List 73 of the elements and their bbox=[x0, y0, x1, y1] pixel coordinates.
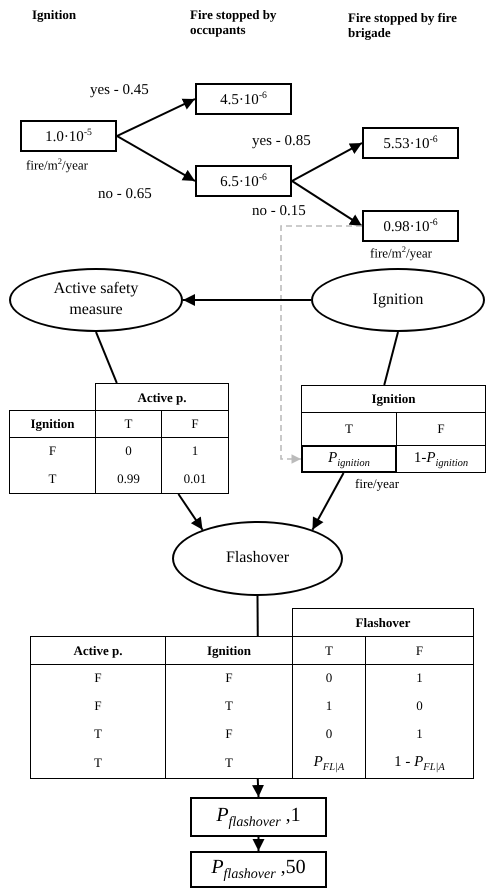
table-cell: 0 bbox=[365, 692, 474, 720]
table-cell: 1 bbox=[161, 437, 229, 465]
header-cell: Active p. bbox=[30, 636, 166, 665]
table-cell: 1 bbox=[365, 664, 474, 692]
arrow bbox=[312, 472, 344, 530]
value-box bbox=[362, 210, 459, 242]
table-cell: 1 - P$_{FL|A}$ bbox=[365, 748, 474, 779]
table-cell: T bbox=[95, 410, 162, 438]
table-cell: F bbox=[165, 720, 293, 748]
node-label: 4.5·10$^{-6}$ bbox=[220, 90, 267, 108]
column-heading: Ignition bbox=[32, 8, 78, 23]
value-box bbox=[195, 165, 292, 197]
edge-label: no - 0.15 bbox=[252, 203, 306, 220]
unit-label: fire/m$^{2}$/year bbox=[370, 244, 432, 262]
node-label: 1.0·10$^{-5}$ bbox=[45, 126, 92, 146]
unit-label: fire/year bbox=[355, 476, 400, 492]
table-cell: F bbox=[165, 664, 293, 692]
variable-ellipse bbox=[311, 268, 485, 332]
table-cell: 0 bbox=[95, 437, 162, 465]
node-label: Active safety measure bbox=[52, 279, 140, 320]
table-cell: 1-P$_{ignition}$ bbox=[396, 445, 486, 473]
node-label: P$_{flashover}$ ,50 bbox=[211, 856, 306, 883]
arrow bbox=[292, 142, 362, 182]
node-label: 6.5·10$^{-6}$ bbox=[220, 172, 267, 190]
table-cell: T bbox=[30, 748, 166, 779]
connector-line bbox=[95, 332, 118, 384]
header-cell: Ignition bbox=[301, 385, 486, 413]
column-heading: Fire stopped by occupants bbox=[190, 8, 278, 38]
header-cell: Flashover bbox=[292, 608, 474, 637]
table-cell: T bbox=[9, 465, 96, 494]
node-label: P$_{flashover}$ ,1 bbox=[216, 804, 301, 830]
header-cell: Ignition bbox=[9, 410, 96, 438]
value-box bbox=[362, 127, 459, 159]
table-cell: T bbox=[165, 692, 293, 720]
table-cell: 0 bbox=[292, 720, 366, 748]
arrow bbox=[183, 294, 311, 306]
variable-ellipse bbox=[9, 268, 183, 332]
header-cell: Active p. bbox=[95, 383, 229, 411]
value-box bbox=[20, 120, 117, 152]
arrow bbox=[252, 837, 264, 851]
table-cell: F bbox=[365, 636, 474, 665]
node-label: Ignition bbox=[372, 290, 424, 310]
table-cell: T bbox=[30, 720, 166, 748]
node-label: 5.53·10$^{-6}$ bbox=[383, 134, 438, 152]
edge-label: yes - 0.85 bbox=[252, 133, 311, 150]
arrow bbox=[252, 778, 264, 798]
node-label: 0.98·10$^{-6}$ bbox=[383, 216, 438, 236]
table-cell: F bbox=[9, 437, 96, 465]
value-box bbox=[195, 83, 292, 115]
connector-line bbox=[383, 332, 399, 386]
edge-label: no - 0.65 bbox=[98, 186, 152, 203]
table-cell: F bbox=[30, 692, 166, 720]
header-cell: Ignition bbox=[165, 636, 293, 665]
edge-label: yes - 0.45 bbox=[90, 82, 149, 99]
table-cell: F bbox=[161, 410, 229, 438]
arrow bbox=[178, 493, 204, 530]
table-cell: P$_{ignition}$ bbox=[301, 445, 397, 473]
connector-line bbox=[256, 596, 259, 636]
result-box bbox=[190, 797, 327, 837]
table-cell: 0.01 bbox=[161, 465, 229, 494]
arrow bbox=[291, 180, 363, 227]
table-cell: 1 bbox=[365, 720, 474, 748]
arrow bbox=[116, 98, 196, 137]
unit-label: fire/m$^{2}$/year bbox=[26, 156, 88, 174]
variable-ellipse bbox=[172, 521, 343, 596]
node-label: Flashover bbox=[226, 548, 290, 568]
result-box bbox=[190, 851, 327, 888]
arrow bbox=[280, 225, 362, 464]
table-cell: F bbox=[30, 664, 166, 692]
table-cell: 0 bbox=[292, 664, 366, 692]
table-cell: 1 bbox=[292, 692, 366, 720]
arrow bbox=[116, 135, 196, 182]
column-heading: Fire stopped by fire brigade bbox=[348, 11, 458, 41]
